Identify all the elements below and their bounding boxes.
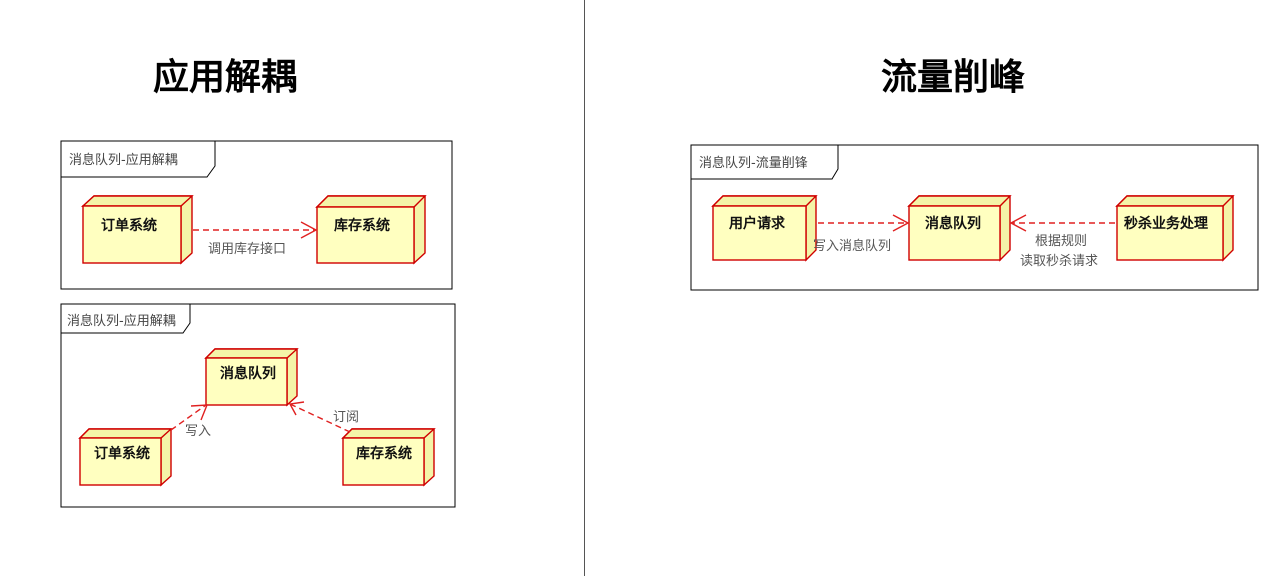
arrow-head	[288, 401, 305, 416]
diagram-traffic-peak-shaving: 消息队列-流量削锋 用户请求 消息队列 秒杀业务处理 写入消息队列 根据规则 读…	[690, 144, 1259, 291]
node-label: 秒杀业务处理	[1124, 215, 1208, 232]
node-user-request[interactable]: 用户请求	[711, 195, 818, 262]
node-label: 订单系统	[101, 217, 157, 234]
frame-label: 消息队列-应用解耦	[69, 152, 178, 168]
frame-tab	[690, 144, 839, 180]
arrow-head	[892, 214, 910, 232]
node-inventory-system[interactable]: 库存系统	[315, 195, 427, 265]
edge-label-read-1: 根据规则	[1035, 234, 1087, 249]
node-label: 消息队列	[925, 215, 981, 232]
arrow-head	[300, 221, 318, 239]
node-label: 用户请求	[729, 215, 786, 232]
left-title: 应用解耦	[152, 57, 297, 98]
diagram-app-decoupling-mq: 消息队列-应用解耦 消息队列 订单系统 库存系统 写入 订阅	[60, 303, 456, 508]
node-label: 消息队列	[220, 365, 276, 382]
node-message-queue[interactable]: 消息队列	[907, 195, 1012, 262]
edge-label-subscribe: 订阅	[333, 410, 359, 425]
node-label: 库存系统	[334, 217, 390, 234]
subscribe-arrow	[289, 403, 351, 433]
arrow-head	[1009, 214, 1027, 232]
divider	[584, 0, 585, 576]
node-seckill-processing[interactable]: 秒杀业务处理	[1115, 195, 1235, 262]
node-inventory-system[interactable]: 库存系统	[341, 428, 436, 487]
frame-label: 消息队列-应用解耦	[67, 313, 176, 329]
node-label: 库存系统	[356, 445, 412, 462]
right-title: 流量削峰	[880, 57, 1025, 98]
frame-tab	[60, 303, 191, 334]
edge-label-write: 写入消息队列	[813, 238, 891, 254]
edge-label: 调用库存接口	[208, 241, 286, 257]
edge-label-write: 写入	[185, 424, 211, 439]
frame-tab	[60, 140, 216, 178]
node-message-queue[interactable]: 消息队列	[204, 348, 299, 407]
node-label: 订单系统	[94, 445, 150, 462]
node-order-system[interactable]: 订单系统	[78, 428, 173, 487]
write-arrow	[170, 404, 207, 431]
arrow-head	[190, 404, 209, 421]
diagram-app-decoupling-direct: 消息队列-应用解耦 订单系统 库存系统 调用库存接口	[60, 140, 453, 290]
node-order-system[interactable]: 订单系统	[81, 195, 194, 265]
edge-label-read-2: 读取秒杀请求	[1020, 254, 1098, 269]
frame-label: 消息队列-流量削锋	[699, 155, 808, 171]
